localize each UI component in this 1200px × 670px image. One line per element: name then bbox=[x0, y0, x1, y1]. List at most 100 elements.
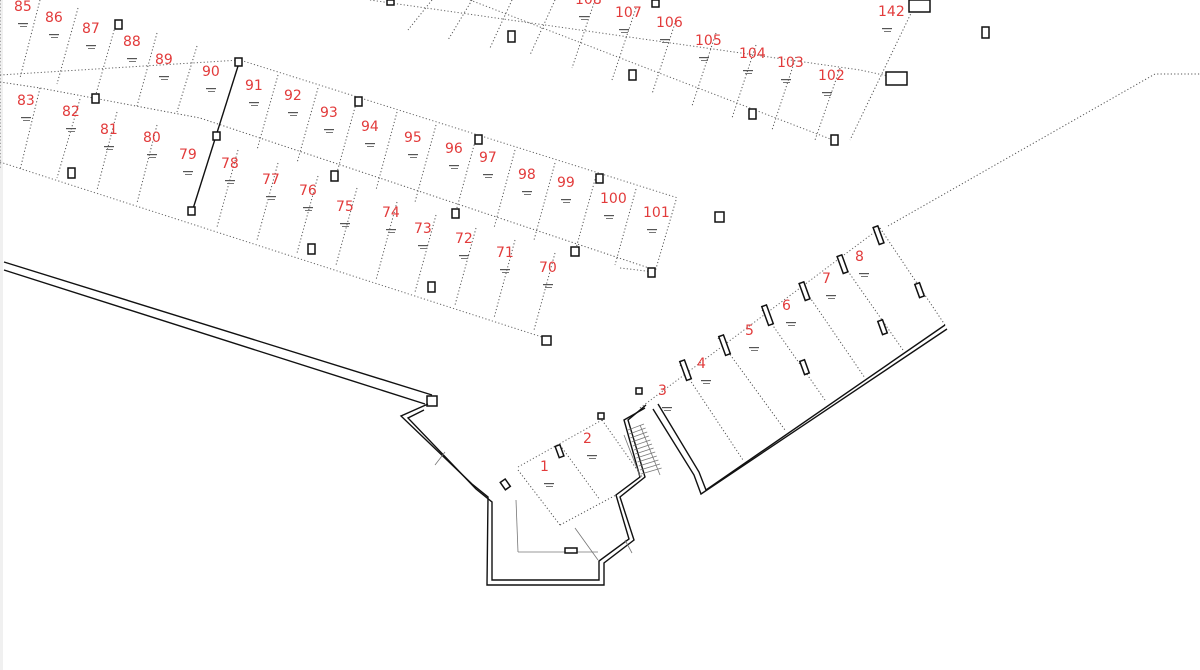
area-annotation-mark bbox=[66, 128, 76, 130]
door-swing bbox=[434, 451, 446, 466]
stair-tread bbox=[633, 443, 653, 451]
row-d-left-edge bbox=[517, 469, 561, 526]
slot-number-label: 105 bbox=[695, 33, 722, 49]
area-annotation-mark bbox=[449, 165, 459, 167]
area-annotation-mark bbox=[183, 171, 193, 173]
column bbox=[830, 134, 839, 146]
slot-divider bbox=[136, 32, 158, 107]
area-annotation-mark bbox=[662, 407, 672, 409]
stair-core-outer-wall bbox=[399, 403, 647, 586]
column bbox=[330, 170, 339, 182]
area-annotation-mark bbox=[88, 48, 95, 49]
row-d-right-edge bbox=[879, 227, 946, 326]
stair-tread bbox=[638, 459, 659, 467]
perimeter-wall-outer bbox=[3, 261, 433, 396]
area-annotation-mark bbox=[225, 180, 235, 182]
slot-divider bbox=[447, 0, 473, 41]
stair-tread bbox=[630, 431, 648, 439]
band-end-edge bbox=[654, 199, 677, 273]
slot-number-label: 75 bbox=[336, 199, 354, 215]
area-annotation-mark bbox=[701, 380, 711, 382]
slot-number-label: 79 bbox=[179, 147, 197, 163]
band-c-end-edge bbox=[849, 4, 916, 141]
band-c-mid-line bbox=[369, 0, 889, 77]
row-b-dividers bbox=[19, 87, 556, 331]
column bbox=[426, 395, 438, 407]
area-annotation-mark bbox=[127, 58, 137, 60]
area-annotation-mark bbox=[581, 19, 588, 20]
slot-number-label: 96 bbox=[445, 141, 463, 157]
slot-number-label: 142 bbox=[878, 4, 905, 20]
slot-divider bbox=[375, 111, 398, 191]
area-annotation-mark bbox=[227, 183, 234, 184]
slot-number-label: 5 bbox=[745, 323, 754, 339]
parking-band-lower bbox=[499, 224, 948, 526]
column bbox=[91, 93, 100, 104]
area-annotation-mark bbox=[563, 202, 570, 203]
slot-number-label: 107 bbox=[615, 5, 642, 21]
row-a-dividers bbox=[19, 0, 637, 266]
column bbox=[554, 443, 565, 459]
stair-tread bbox=[632, 439, 651, 447]
area-annotation-mark bbox=[884, 31, 891, 32]
slot-number-label: 106 bbox=[656, 15, 683, 31]
row-d-outer-wall bbox=[657, 324, 946, 492]
area-annotation-mark bbox=[545, 287, 552, 288]
interior-line bbox=[574, 527, 599, 561]
column bbox=[651, 0, 660, 8]
slot-divider bbox=[814, 67, 841, 141]
slot-number-label: 98 bbox=[518, 167, 536, 183]
stair-tread bbox=[637, 455, 657, 463]
slot-divider bbox=[771, 56, 797, 131]
slot-number-label: 100 bbox=[600, 191, 627, 207]
area-annotation-mark bbox=[743, 70, 753, 72]
row-d-dividers bbox=[559, 256, 904, 501]
area-annotation-mark bbox=[522, 191, 532, 193]
stair-rail bbox=[639, 424, 661, 476]
area-annotation-mark bbox=[367, 146, 374, 147]
area-annotation-mark bbox=[619, 29, 629, 31]
area-annotation-mark bbox=[86, 45, 96, 47]
area-annotation-mark bbox=[418, 245, 428, 247]
slot-number-label: 1 bbox=[540, 459, 549, 475]
area-annotation-mark bbox=[604, 215, 614, 217]
area-annotation-mark bbox=[882, 28, 892, 30]
area-annotation-mark bbox=[410, 157, 417, 158]
area-annotation-mark bbox=[649, 232, 656, 233]
area-annotation-mark bbox=[751, 350, 758, 351]
area-annotation-mark bbox=[647, 229, 657, 231]
slot-number-label: 88 bbox=[123, 34, 141, 50]
stair-tread bbox=[631, 435, 649, 443]
column bbox=[564, 547, 578, 554]
area-annotation-mark bbox=[703, 383, 710, 384]
stair-tread bbox=[629, 427, 646, 435]
area-annotation-mark bbox=[749, 347, 759, 349]
slot-number-label: 104 bbox=[739, 46, 766, 62]
area-annotation-mark bbox=[783, 82, 790, 83]
column bbox=[876, 318, 889, 336]
slot-divider bbox=[56, 7, 79, 85]
column bbox=[836, 253, 849, 275]
area-annotation-mark bbox=[861, 276, 868, 277]
area-annotation-mark bbox=[290, 115, 297, 116]
stair-tread bbox=[636, 451, 656, 459]
slot-number-label: 82 bbox=[62, 104, 80, 120]
column bbox=[714, 211, 725, 223]
slot-number-label: 95 bbox=[404, 130, 422, 146]
column bbox=[908, 0, 931, 13]
stair-rail bbox=[623, 434, 641, 477]
slot-number-label: 94 bbox=[361, 119, 379, 135]
door-mark bbox=[624, 539, 633, 554]
area-annotation-mark bbox=[485, 177, 492, 178]
area-annotation-mark bbox=[822, 92, 832, 94]
building-outline bbox=[3, 261, 662, 586]
slot-number-label: 86 bbox=[45, 10, 63, 26]
slot-number-label: 99 bbox=[557, 175, 575, 191]
column bbox=[913, 281, 926, 299]
area-annotation-mark bbox=[828, 298, 835, 299]
area-annotation-mark bbox=[106, 149, 113, 150]
band-mid-line bbox=[0, 81, 656, 271]
stair-tread bbox=[627, 423, 645, 431]
